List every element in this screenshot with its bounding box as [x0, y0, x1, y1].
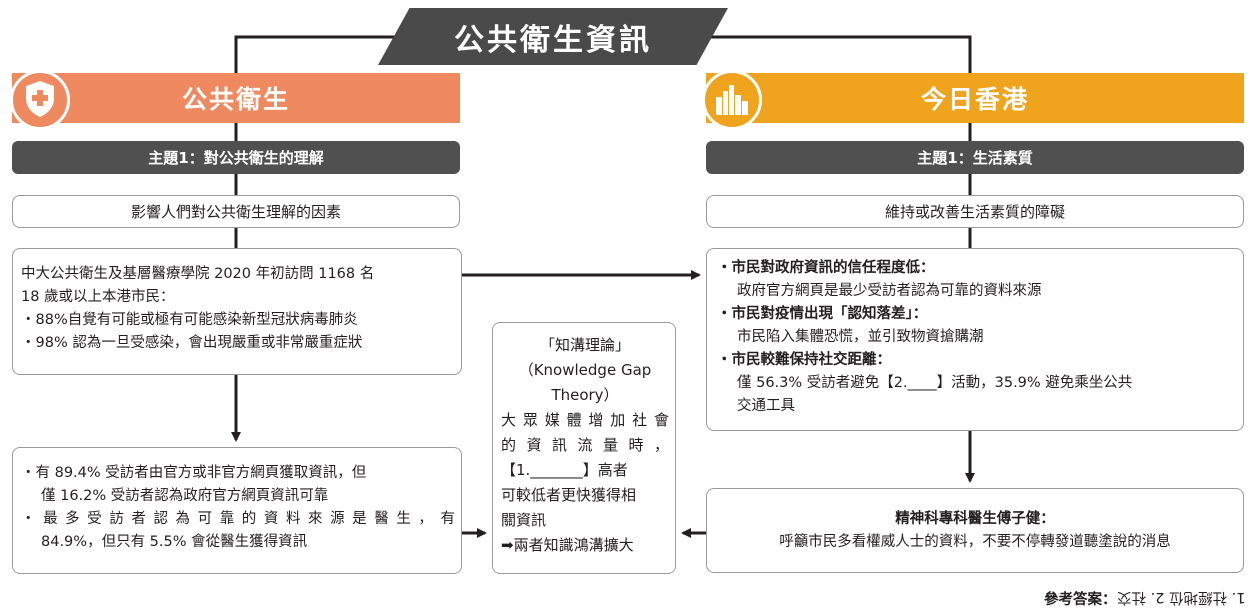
theory-line3: 【1._______】高者: [501, 461, 628, 479]
point3-body-1: 僅 56.3% 受訪者避免【2.____】活動，35.9% 避免乘坐公共: [737, 375, 1133, 391]
point2-head: ・市民對疫情出現「認知落差」：: [717, 306, 928, 322]
point1-body: 政府官方網頁是最少受訪者認為可靠的資料來源: [737, 283, 1042, 299]
survey-bullet: ・98% 認為一旦受感染，會出現嚴重或非常嚴重症狀: [21, 335, 363, 351]
theory-conclusion: ➡兩者知識鴻溝擴大: [501, 536, 634, 554]
right-points-box: ・市民對政府資訊的信任程度低： 政府官方網頁是最少受訪者認為可靠的資料來源 ・市…: [706, 248, 1244, 431]
answer-label: 參考答案：: [1044, 592, 1117, 608]
left-topic-bar: 主題1：對公共衛生的理解: [12, 141, 460, 174]
left-survey-box: 中大公共衛生及基層醫療學院 2020 年初訪問 1168 名 18 歲或以上本港…: [12, 248, 462, 375]
right-topic-bar: 主題1：生活素質: [706, 141, 1244, 174]
answer-key: 參考答案：1. 社經地位 2. 社交: [1044, 588, 1245, 609]
info-bullet1-line1: ・有 89.4% 受訪者由官方或非官方網頁獲取資訊，但: [21, 465, 367, 481]
theory-line1: 大眾媒體增加社會: [501, 411, 669, 429]
expert-quote-box: 精神科專科醫生傅子健： 呼籲市民多看權威人士的資料，不要不停轉發道聽塗說的消息: [706, 488, 1244, 573]
survey-bullet: ・88%自覺有可能或極有可能感染新型冠狀病毒肺炎: [21, 312, 358, 328]
knowledge-gap-box: 「知溝理論」 （Knowledge Gap Theory） 大眾媒體增加社會 的…: [492, 322, 676, 574]
left-section-title: 公共衛生: [181, 85, 290, 114]
left-section-header: 公共衛生: [12, 73, 460, 123]
expert-name: 精神科專科醫生傅子健：: [895, 511, 1055, 527]
theory-line2: 的資訊流量時，: [501, 436, 669, 454]
survey-intro-line2: 18 歲或以上本港市民：: [21, 289, 175, 305]
answer-text: 1. 社經地位 2. 社交: [1116, 589, 1246, 605]
theory-line5: 關資訊: [501, 511, 547, 529]
point3-body-2: 交通工具: [737, 398, 795, 414]
title-to-left-line: [234, 35, 400, 73]
point2-body: 市民陷入集體恐慌，並引致物資搶購潮: [737, 329, 984, 345]
right-section-header: 今日香港: [706, 73, 1244, 123]
expert-quote: 呼籲市民多看權威人士的資料，不要不停轉發道聽塗說的消息: [779, 534, 1171, 550]
title-to-right-line: [706, 35, 972, 73]
point1-head: ・市民對政府資訊的信任程度低：: [717, 260, 935, 276]
city-skyline-icon: [702, 70, 762, 130]
info-bullet2-line1: ・最多受訪者認為可靠的資料來源是醫生，有: [21, 511, 455, 527]
health-shield-icon: [10, 70, 70, 130]
info-bullet1-line2: 僅 16.2% 受訪者認為政府官方網頁資訊可靠: [41, 488, 329, 504]
main-title: 公共衛生資訊: [378, 8, 728, 65]
info-bullet2-line2: 84.9%，但只有 5.5% 會從醫生獲得資訊: [41, 534, 308, 550]
left-subtopic: 影響人們對公共衛生理解的因素: [12, 195, 460, 228]
left-info-box: ・有 89.4% 受訪者由官方或非官方網頁獲取資訊，但 僅 16.2% 受訪者認…: [12, 447, 462, 574]
right-section-title: 今日香港: [920, 85, 1029, 114]
theory-line4: 可較低者更快獲得相: [501, 486, 637, 504]
point3-head: ・市民較難保持社交距離：: [717, 352, 891, 368]
survey-intro-line1: 中大公共衛生及基層醫療學院 2020 年初訪問 1168 名: [21, 266, 375, 282]
theory-en-2: Theory）: [551, 386, 619, 404]
right-subtopic: 維持或改善生活素質的障礙: [706, 195, 1244, 228]
theory-en-1: （Knowledge Gap: [518, 361, 652, 379]
theory-title: 「知溝理論」: [539, 336, 630, 354]
